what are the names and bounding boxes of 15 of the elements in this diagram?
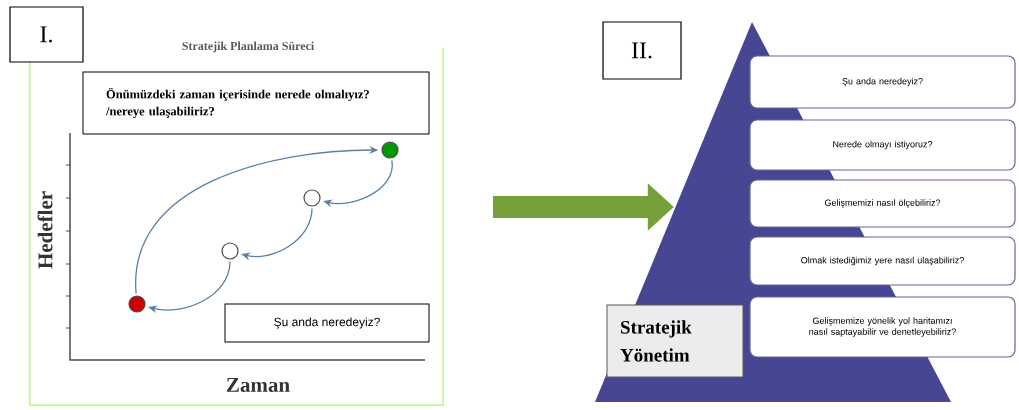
point-marker bbox=[381, 141, 399, 159]
panel-number-box: II. bbox=[602, 21, 682, 80]
question-box: Şu anda neredeyiz? bbox=[749, 55, 1016, 109]
callout-box: Şu anda neredeyiz? bbox=[224, 303, 430, 343]
axis-label: Hedefler bbox=[37, 191, 53, 269]
axis-label: Zaman bbox=[226, 378, 290, 392]
point-marker bbox=[128, 295, 146, 313]
question-box: Olmak istediğimiz yere nasıl ulaşabiliriz? bbox=[749, 236, 1016, 286]
question-box: Nerede olmayı istiyoruz? bbox=[749, 119, 1016, 171]
question-box: Gelişmemizi nasıl ölçebiliriz? bbox=[749, 179, 1016, 228]
panel-number-box: I. bbox=[9, 6, 84, 63]
point-marker bbox=[221, 242, 239, 260]
question-box: Gelişmemize yönelik yol haritamızı nasıl saptayabilir ve denetleyebiliriz? bbox=[749, 296, 1016, 358]
callout-box: Önümüzdeki zaman içerisinde nerede olmalıyız? /nereye ulaşabiliriz? bbox=[82, 71, 430, 135]
point-marker bbox=[303, 189, 321, 207]
